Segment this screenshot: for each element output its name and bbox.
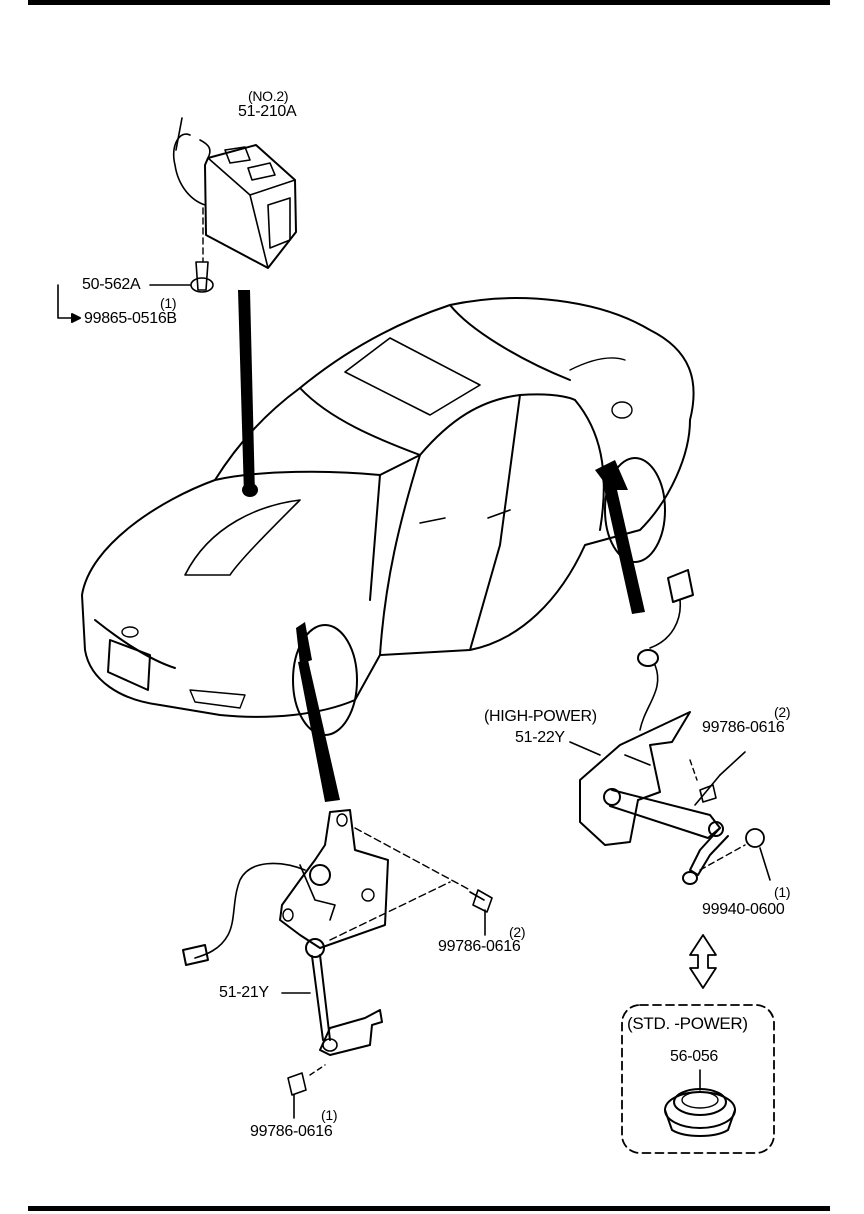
front-sensor-pointer (298, 660, 340, 802)
car-body (81, 290, 695, 802)
ecu-pointer (238, 290, 255, 495)
front-low-bolt-label: 99786-0616 (250, 1123, 333, 1140)
rear-nut-label: 99940-0600 (702, 901, 785, 918)
rear-height-sensor (569, 569, 771, 885)
ecu-qty-label: (NO.2) (248, 88, 289, 104)
front-bolt-label: 99786-0616 (438, 938, 521, 955)
front-low-bolt-qty-label: (1) (321, 1107, 338, 1123)
rear-variant-label: (HIGH-POWER) (484, 708, 597, 725)
std-part-label: 56-056 (670, 1048, 719, 1065)
rear-sensor-pointer (600, 468, 645, 614)
front-height-sensor (182, 809, 493, 1119)
rear-sensor-label: 51-22Y (515, 729, 565, 746)
front-sensor-label: 51-21Y (219, 984, 269, 1001)
rear-nut-qty-label: (1) (774, 884, 791, 900)
std-variant-label: (STD. -POWER) (627, 1014, 748, 1033)
bottom-border (28, 1206, 830, 1211)
rear-bolt-label: 99786-0616 (702, 719, 785, 736)
bolt-qty-label: (1) (160, 295, 177, 311)
bolt-part-label: 50-562A (82, 276, 141, 293)
std-power-box (621, 1004, 775, 1154)
front-bolt-qty-label: (2) (509, 924, 526, 940)
rear-bolt-qty-label: (2) (774, 704, 791, 720)
ecu-module (57, 117, 297, 323)
ecu-part-label: 51-210A (238, 103, 297, 120)
interchange-arrow (689, 934, 717, 989)
bolt-sub-label: 99865-0516B (84, 310, 177, 327)
top-border (28, 0, 830, 5)
